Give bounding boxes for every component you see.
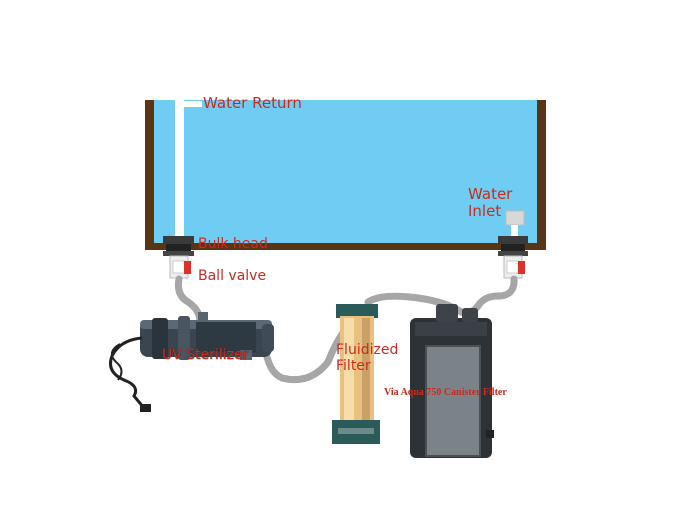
hose-canister-to-inlet	[474, 275, 518, 310]
hose-uv-to-fluidized	[261, 318, 356, 384]
water-return-outlet	[184, 101, 202, 107]
aquarium-tank	[145, 100, 546, 250]
label-fluidized-line1: Fluidized	[336, 342, 399, 358]
water-inlet-strainer	[505, 210, 525, 237]
hose-valve-to-uv	[174, 275, 204, 326]
water-return-pipe	[175, 100, 184, 240]
label-uv-sterilizer: UV Sterilizer	[162, 347, 249, 363]
tank-water	[150, 100, 542, 245]
label-bulk-head: Bulk head	[198, 236, 268, 252]
canister-filter	[410, 304, 494, 458]
power-cord	[109, 336, 146, 409]
ball-valve-left	[169, 255, 191, 279]
label-ball-valve: Ball valve	[198, 268, 267, 284]
power-plug-icon	[140, 404, 151, 412]
ball-valve-right	[503, 255, 525, 279]
label-fluidized-line2: Filter	[336, 358, 371, 374]
hose-fluidized-to-canister	[364, 292, 482, 317]
fluidized-filter	[332, 304, 380, 444]
label-water-return: Water Return	[203, 94, 302, 112]
label-canister-filter: Via Aqua 750 Canister Filter	[384, 387, 507, 398]
bulk-head-left	[163, 236, 194, 256]
bulk-head-right	[498, 236, 528, 256]
label-water-inlet-line2: Inlet	[468, 202, 502, 220]
label-water-inlet-line1: Water	[468, 185, 513, 203]
uv-sterilizer	[140, 312, 274, 360]
